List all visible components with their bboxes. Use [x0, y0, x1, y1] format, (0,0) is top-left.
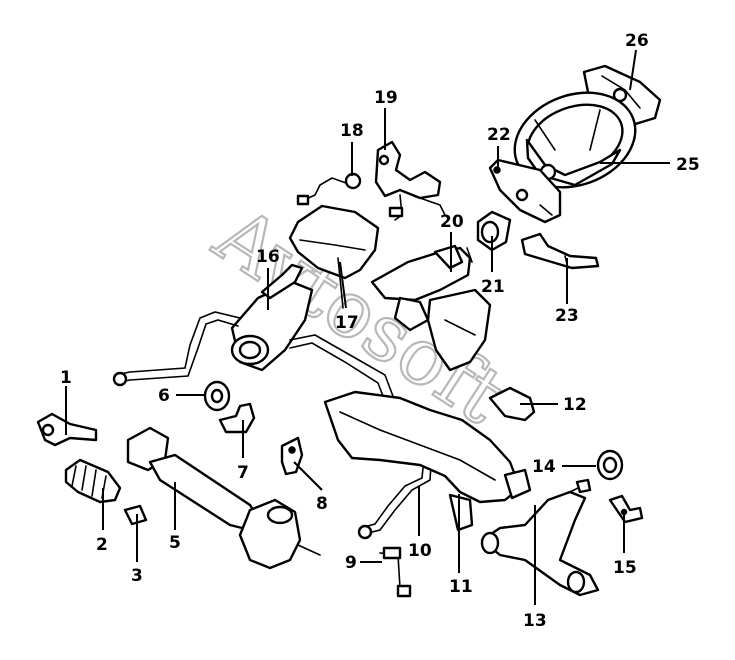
callout-12: 12 — [563, 395, 587, 415]
part-23-switch — [520, 232, 600, 270]
part-3-clamp — [123, 504, 148, 526]
callout-25: 25 — [676, 155, 700, 175]
part-11-subframe — [323, 390, 532, 532]
callout-2: 2 — [96, 535, 108, 555]
part-5-steering-rack — [126, 426, 321, 570]
callout-15: 15 — [613, 558, 637, 578]
callout-23: 23 — [555, 306, 579, 326]
part-14-bushing — [596, 449, 624, 481]
callout-10: 10 — [408, 541, 432, 561]
part-25-steering-wheel — [513, 91, 637, 189]
callout-26: 26 — [625, 31, 649, 51]
part-13-control-arm — [480, 478, 600, 597]
part-19-combination-switch — [374, 140, 446, 221]
callout-16: 16 — [256, 247, 280, 267]
part-18-wiring — [296, 172, 362, 206]
callout-9: 9 — [345, 553, 357, 573]
callout-13: 13 — [523, 611, 547, 631]
callout-14: 14 — [532, 457, 556, 477]
part-21-bushing — [476, 210, 512, 252]
callout-20: 20 — [440, 212, 464, 232]
part-6-bushing — [203, 380, 231, 412]
callout-21: 21 — [481, 277, 505, 297]
callout-5: 5 — [169, 533, 181, 553]
callout-19: 19 — [374, 88, 398, 108]
callout-1: 1 — [60, 368, 72, 388]
part-2-boot — [64, 458, 122, 504]
callout-11: 11 — [449, 577, 473, 597]
callout-22: 22 — [487, 125, 511, 145]
part-15-bracket — [608, 494, 644, 524]
part-7-clamp — [218, 402, 256, 434]
part-9-link — [379, 546, 412, 598]
part-8-link — [280, 436, 304, 476]
callout-8: 8 — [316, 494, 328, 514]
callout-18: 18 — [340, 121, 364, 141]
part-20-steering-column — [370, 244, 473, 332]
callout-labels: 1 2 3 5 6 7 8 9 10 11 12 13 14 15 16 17 … — [60, 31, 700, 631]
leader-lines — [65, 49, 670, 605]
callout-3: 3 — [131, 566, 143, 586]
callout-17: 17 — [335, 313, 359, 333]
callout-7: 7 — [237, 463, 249, 483]
part-16-lower-column — [230, 263, 314, 372]
callout-6: 6 — [158, 386, 170, 406]
part-17-column-shroud — [288, 204, 380, 309]
part-12-bracket — [426, 288, 536, 422]
